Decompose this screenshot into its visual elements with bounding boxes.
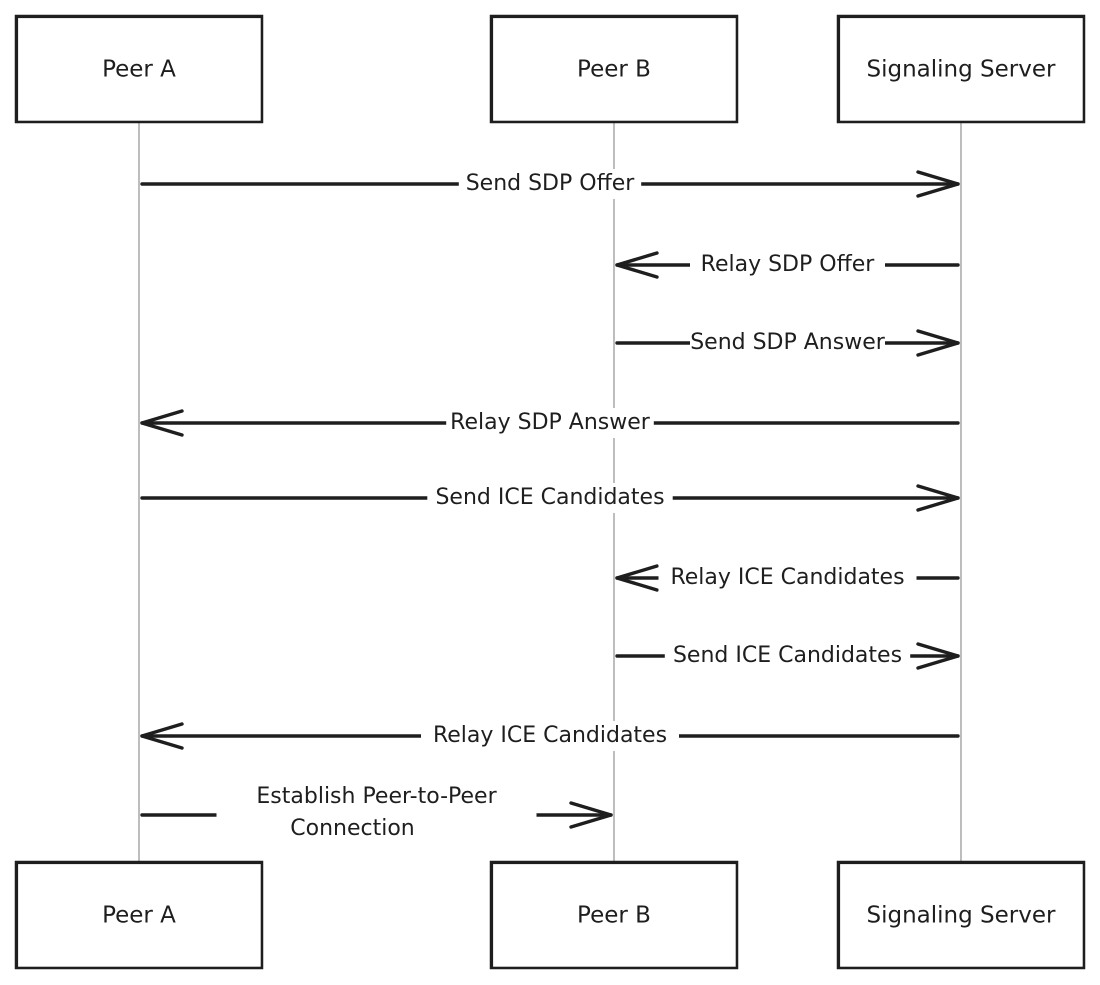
message-label: Send SDP Answer bbox=[690, 330, 886, 355]
participant-box-sketch bbox=[16, 16, 263, 123]
message-label: Relay ICE Candidates bbox=[433, 723, 667, 748]
message-label-line: Connection bbox=[290, 816, 414, 841]
arrow-head bbox=[140, 722, 184, 750]
arrow-head bbox=[615, 564, 659, 592]
message-label-bg bbox=[690, 328, 885, 358]
participant-box bbox=[14, 860, 264, 970]
message-6: Relay ICE Candidates bbox=[615, 563, 960, 593]
participant-peer-a-bottom: Peer A bbox=[14, 860, 264, 970]
arrow-head bbox=[916, 170, 960, 198]
message-label: Relay SDP Answer bbox=[450, 410, 651, 435]
participant-box-sketch bbox=[838, 862, 1085, 969]
message-5: Send ICE Candidates bbox=[140, 483, 960, 513]
participant-box-sketch bbox=[491, 862, 738, 969]
message-1: Send SDP Offer bbox=[140, 169, 960, 199]
participant-box bbox=[836, 14, 1086, 124]
participant-box bbox=[14, 14, 264, 124]
message-label-bg bbox=[446, 408, 654, 438]
arrow-head bbox=[916, 642, 960, 670]
participant-peer-b-top: Peer B bbox=[489, 14, 739, 124]
participant-label: Signaling Server bbox=[867, 57, 1056, 83]
participant-boxes: Peer A Peer A Peer B Peer B Signaling Server… bbox=[14, 14, 1086, 970]
message-label: Relay ICE Candidates bbox=[670, 565, 904, 590]
message-label-bg bbox=[458, 169, 642, 199]
message-label-bg bbox=[216, 779, 537, 849]
message-label: Relay SDP Offer bbox=[701, 252, 876, 277]
participant-peer-b-bottom: Peer B bbox=[489, 860, 739, 970]
participant-box-sketch bbox=[838, 16, 1085, 123]
participant-label: Peer B bbox=[577, 903, 651, 929]
message-label: Send SDP Offer bbox=[466, 171, 636, 196]
participant-signaling-server-bottom: Signaling Server bbox=[836, 860, 1086, 970]
participant-peer-a-top: Peer A bbox=[14, 14, 264, 124]
message-7: Send ICE Candidates bbox=[615, 641, 960, 671]
arrow-head bbox=[615, 251, 659, 279]
message-label-line: Establish Peer-to-Peer bbox=[256, 784, 497, 809]
participant-label: Signaling Server bbox=[867, 903, 1056, 929]
participant-box-sketch bbox=[491, 16, 738, 123]
message-label-bg bbox=[421, 721, 679, 751]
participant-box-sketch bbox=[16, 862, 263, 969]
message-label-bg bbox=[664, 641, 911, 671]
arrow-head bbox=[140, 409, 184, 437]
message-2: Relay SDP Offer bbox=[615, 250, 960, 280]
participant-label: Peer A bbox=[102, 57, 176, 83]
arrow-head bbox=[569, 801, 613, 829]
message-label-bg bbox=[658, 563, 917, 593]
message-label: Send ICE Candidates bbox=[673, 643, 902, 668]
message-4: Relay SDP Answer bbox=[140, 408, 960, 438]
arrow-head bbox=[916, 484, 960, 512]
message-8: Relay ICE Candidates bbox=[140, 721, 960, 751]
participant-signaling-server-top: Signaling Server bbox=[836, 14, 1086, 124]
message-label: Send ICE Candidates bbox=[435, 485, 664, 510]
message-label-bg bbox=[690, 250, 885, 280]
message-3: Send SDP Answer bbox=[615, 328, 960, 358]
arrow-head bbox=[916, 329, 960, 357]
participant-label: Peer A bbox=[102, 903, 176, 929]
message-label-bg bbox=[427, 483, 673, 513]
participant-label: Peer B bbox=[577, 57, 651, 83]
